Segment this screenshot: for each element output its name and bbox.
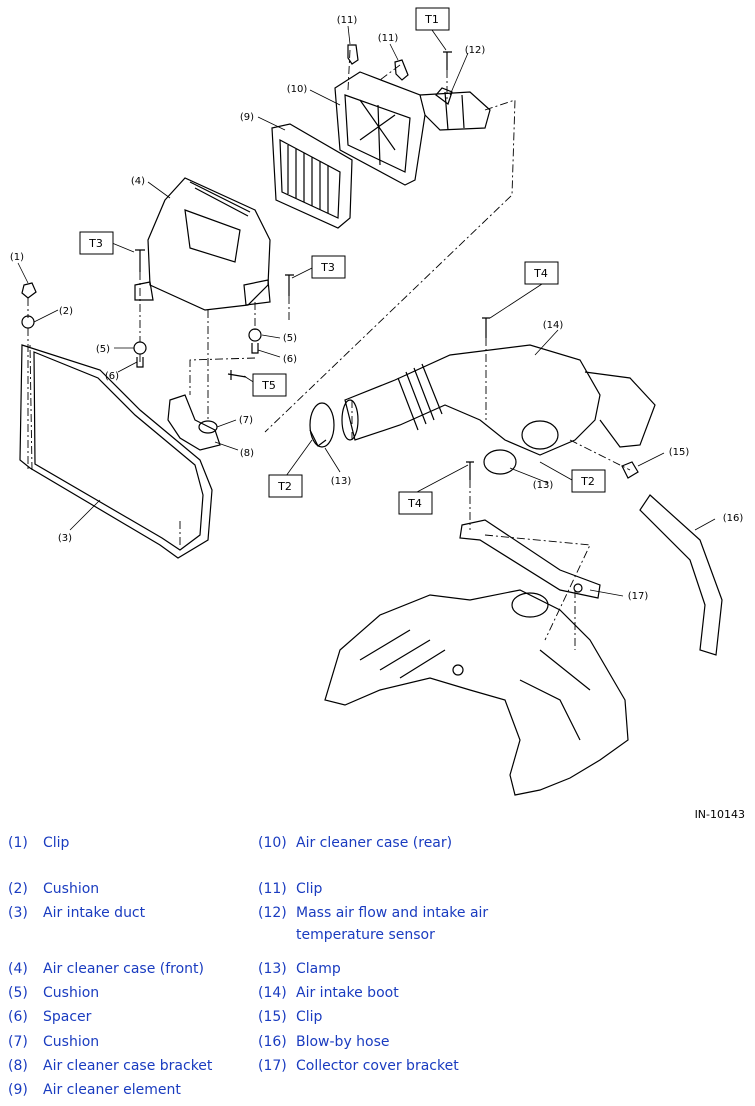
callout-13: (13) [533,480,554,491]
torque-label-t5: T5 [261,379,276,392]
legend-item: (9) Air cleaner element [8,1079,248,1101]
legend-label: Cushion [43,1034,100,1050]
callout-2: (2) [59,306,73,317]
callout-12: (12) [465,45,486,56]
legend-label: Spacer [43,1009,92,1025]
legend-label: Clip [296,881,323,897]
callout-6: (6) [283,354,297,365]
clip-drawing [394,59,409,81]
callout-1: (1) [10,252,24,263]
legend-number: (10) [258,835,287,851]
legend-label: Air cleaner case (front) [43,961,205,977]
callout-16: (16) [723,513,744,524]
legend-label: Clip [43,835,70,851]
callout-5: (5) [283,333,297,344]
callout-6: (6) [105,371,119,382]
air-cleaner-case-front-drawing [134,177,271,311]
legend-item: (11) Clip [258,878,506,900]
figure-id: IN-10143 [694,808,745,821]
clip-drawing [347,44,359,65]
parts-legend: (1) Clip (2) Cushion (3) Air intake duct… [0,832,755,1102]
legend-item: (2) Cushion [8,878,248,900]
callout-4: (4) [131,176,145,187]
legend-item: (3) Air intake duct [8,902,248,924]
exploded-view-diagram: T1 T3 T3 T4 T5 T2 T2 T4 (11) (11) (12) (… [10,7,744,796]
legend-item: (7) Cushion [8,1031,248,1053]
legend-item: (17) Collector cover bracket [258,1055,506,1077]
torque-label-t4: T4 [407,497,422,510]
callout-10: (10) [287,84,308,95]
legend-label: Air intake boot [296,985,399,1001]
collector-cover-bracket-drawing [459,519,601,599]
legend-item: (13) Clamp [258,958,506,980]
legend-label: Cushion [43,985,100,1001]
callout-9: (9) [240,112,254,123]
callout-3: (3) [58,533,72,544]
legend-label: Air intake duct [43,905,146,921]
legend-number: (16) [258,1034,287,1050]
legend-number: (3) [8,905,28,921]
legend-item: (4) Air cleaner case (front) [8,958,248,980]
legend-number: (7) [8,1034,28,1050]
blow-by-hose-drawing [639,494,723,656]
legend-label: Cushion [43,881,100,897]
callout-15: (15) [669,447,690,458]
legend-number: (12) [258,905,287,921]
legend-number: (15) [258,1009,287,1025]
legend-label: Clip [296,1009,323,1025]
legend-item: (15) Clip [258,1006,506,1028]
callout-5: (5) [96,344,110,355]
legend-number: (13) [258,961,287,977]
legend-label: Blow-by hose [296,1034,390,1050]
callout-7: (7) [239,415,253,426]
torque-label-t2: T2 [277,480,292,493]
air-cleaner-case-rear-drawing [334,71,491,186]
legend-number: (8) [8,1058,28,1074]
callout-8: (8) [240,448,254,459]
legend-item: (14) Air intake boot [258,982,506,1004]
legend-number: (11) [258,881,287,897]
legend-label: Air cleaner case (rear) [296,835,453,851]
intake-manifold-drawing [324,589,629,796]
callout-11: (11) [378,33,399,44]
legend-number: (9) [8,1082,28,1098]
torque-label-t3: T3 [320,261,335,274]
legend-number: (5) [8,985,28,1001]
torque-label-t3: T3 [88,237,103,250]
legend-label: Clamp [296,961,341,977]
legend-number: (2) [8,881,28,897]
legend-item: (12) Mass air flow and intake air temper… [258,902,506,946]
callout-13: (13) [331,476,352,487]
legend-item: (6) Spacer [8,1006,248,1028]
sensor-screw-drawing [443,51,452,70]
torque-label-t4: T4 [533,267,548,280]
air-cleaner-case-bracket-drawing [167,394,221,451]
torque-label-t1: T1 [424,13,439,26]
clamp-drawing [483,449,517,475]
torque-label-t2: T2 [580,475,595,488]
legend-item: (5) Cushion [8,982,248,1004]
legend-label: Air cleaner case bracket [43,1058,213,1074]
legend-item: (10) Air cleaner case (rear) [258,832,506,854]
clamp-drawing [309,402,335,448]
legend-item: (1) Clip [8,832,248,854]
legend-number: (17) [258,1058,287,1074]
callout-17: (17) [628,591,649,602]
air-cleaner-element-drawing [271,123,353,229]
legend-item: (8) Air cleaner case bracket [8,1055,248,1077]
legend-label: Collector cover bracket [296,1058,459,1074]
air-intake-boot-drawing [341,344,656,456]
legend-number: (4) [8,961,28,977]
legend-number: (6) [8,1009,28,1025]
legend-number: (1) [8,835,28,851]
legend-number: (14) [258,985,287,1001]
callout-14: (14) [543,320,564,331]
legend-label: Mass air flow and intake air temperature… [296,905,489,943]
legend-label: Air cleaner element [43,1082,181,1098]
legend-item: (16) Blow-by hose [258,1031,506,1053]
callout-11: (11) [337,15,358,26]
